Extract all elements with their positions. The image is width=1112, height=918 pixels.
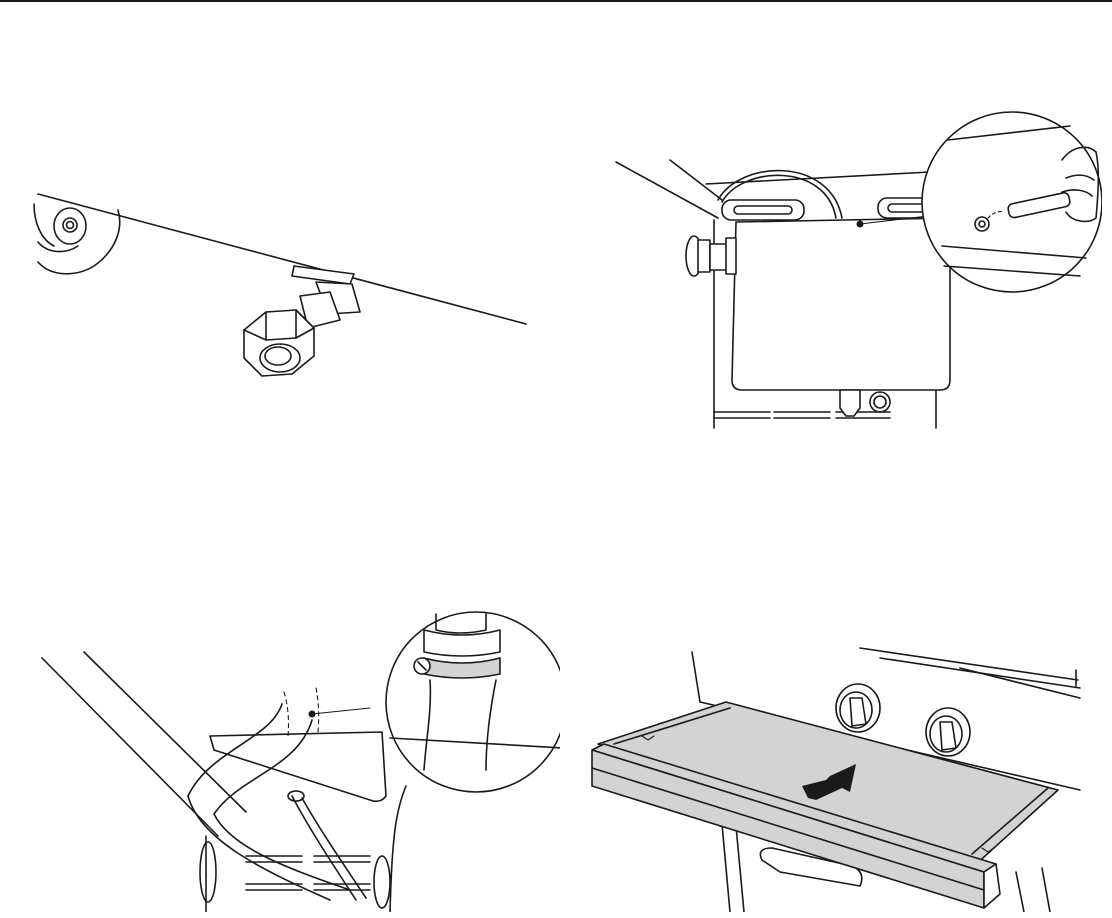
hose-clamp-detail-icon <box>30 600 560 912</box>
hex-nut <box>244 310 314 376</box>
hose-fitting-under-cart-icon <box>30 180 540 390</box>
clamp-inset-circle <box>386 612 560 792</box>
panel-hose-fitting <box>30 180 540 390</box>
panel-regulator-vent <box>610 100 1102 432</box>
top-rule <box>0 0 1112 2</box>
panel-drip-tray <box>580 640 1100 912</box>
drip-tray-insert-arrow-icon <box>580 640 1100 912</box>
cart-edge <box>38 194 526 324</box>
panel-hose-clamp <box>30 600 560 912</box>
vent-inset-circle <box>922 112 1102 292</box>
regulator-vent-cleaning-icon <box>610 100 1102 432</box>
regulator-box <box>732 218 950 390</box>
wheel-hub <box>54 208 86 244</box>
bracket-plate <box>292 266 354 284</box>
